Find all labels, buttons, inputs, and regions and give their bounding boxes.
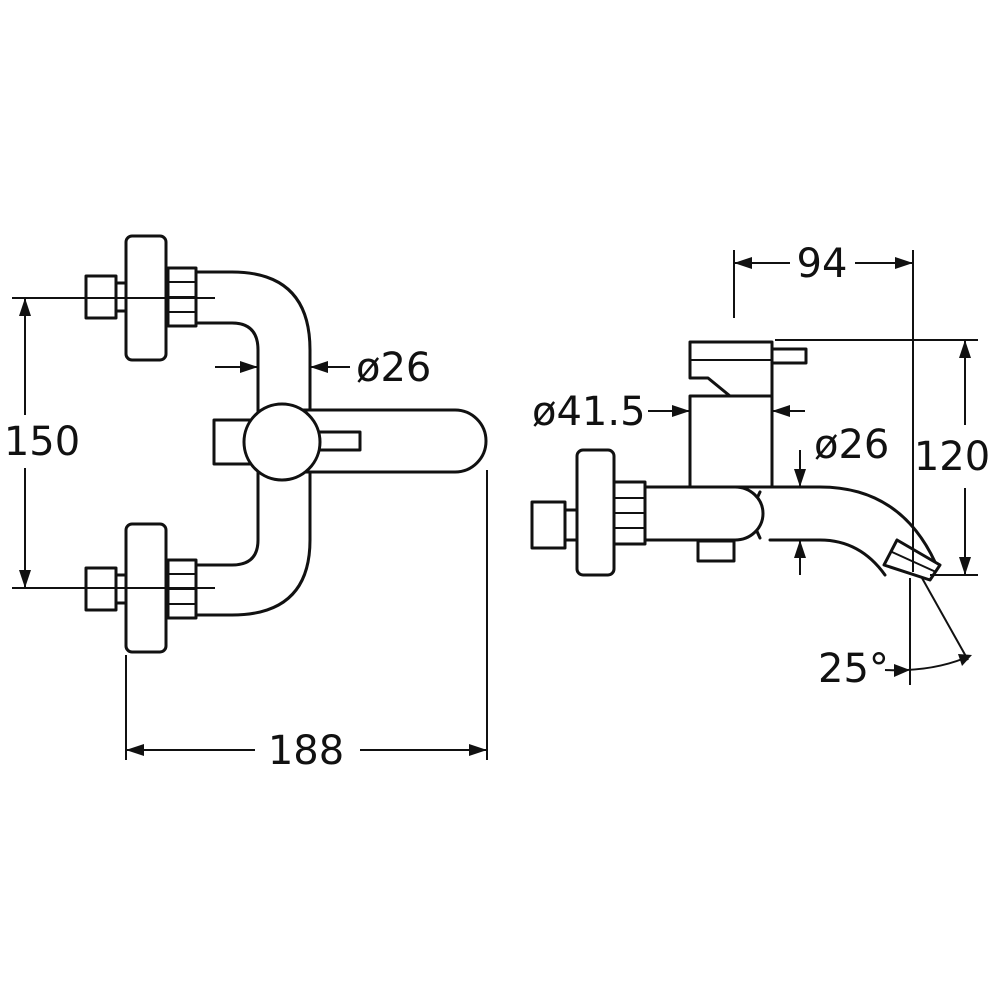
front-height-label: 150 [4,419,80,465]
front-width-dimension: 188 [125,470,488,774]
side-spout-angle-dimension: 25° [818,577,972,692]
side-lever [770,347,808,365]
front-lever [314,430,362,452]
side-wall-mount [530,448,647,577]
side-wall-flange [575,448,616,577]
front-width-label: 188 [268,728,344,774]
front-height-dimension: 150 [4,297,80,589]
side-cartridge-cap [688,340,774,398]
side-spout-diameter-dimension: ø26 [794,422,889,575]
side-spout-angle-label: 25° [818,646,889,692]
side-height-dimension: 120 [775,339,990,576]
front-spout [298,408,488,474]
front-lower-mount [70,522,215,654]
side-horizontal-body [643,485,765,542]
side-depth-label: 94 [797,241,848,287]
front-height-arrow-bottom [19,570,31,588]
front-width-arrow-right [469,744,487,756]
front-pipe-diameter-label: ø26 [356,345,431,391]
front-upper-mount [70,234,215,362]
side-valve-body [688,394,774,489]
side-depth-dimension: 94 [733,241,914,572]
front-height-arrow-top [19,298,31,316]
side-body-diameter-dimension: ø41.5 [532,389,805,435]
front-width-arrow-left [126,744,144,756]
front-valve-body [242,402,322,482]
side-body-diameter-label: ø41.5 [532,389,646,435]
side-diverter-knob [696,539,736,563]
side-wall-connector [530,500,567,550]
side-height-label: 120 [914,434,990,480]
side-spout-diameter-label: ø26 [814,422,889,468]
side-view: 94 120 ø41.5 ø26 [530,241,990,692]
front-view: 150 188 ø26 [4,234,488,774]
front-pipe-diameter-dimension: ø26 [215,345,431,391]
front-left-cap [212,418,252,466]
